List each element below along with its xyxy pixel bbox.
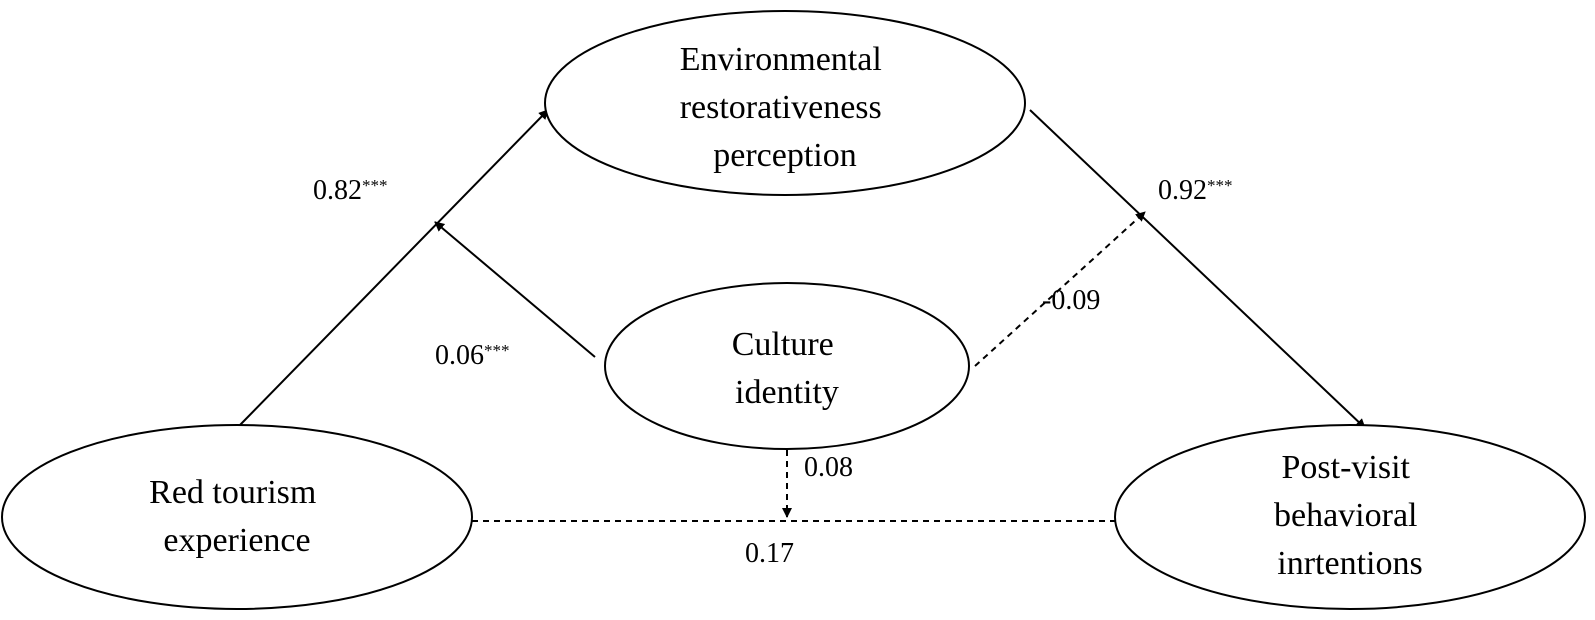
post-visit-label-line-3: inrtentions [1277,545,1422,582]
environmental-label-line-2: restorativeness [680,89,882,126]
significance-stars: *** [362,176,388,195]
environmental-label-line-1: Environmental [680,41,882,78]
coef-culture-on-red-post: 0.08 [804,452,853,483]
coef-culture-on-red-env: 0.06*** [435,340,510,371]
red-tourism-label: Red tourism experience [149,474,325,559]
culture-ellipse [604,282,970,450]
post-visit-label-line-2: behavioral [1274,497,1418,534]
coef-value: 0.92 [1158,175,1207,206]
red-tourism-ellipse [1,424,473,610]
moderation-arrow-culture-on-red-env [434,221,596,358]
culture-label: Culture identity [732,326,842,411]
node-environmental-restorativeness: Environmental restorativeness perception [544,10,1026,196]
post-visit-label: Post-visit behavioral inrtentions [1274,449,1426,582]
environmental-ellipse [544,10,1026,196]
moderation-arrow-culture-on-env-post [974,211,1146,367]
node-red-tourism-experience: Red tourism experience [1,424,473,610]
significance-stars: *** [484,341,510,360]
environmental-label: Environmental restorativeness perception [680,41,891,174]
path-red-to-environmental [239,109,549,426]
culture-label-line-1: Culture [732,326,834,363]
coef-value: 0.82 [313,175,362,206]
coef-environmental-to-post-visit: 0.92*** [1158,175,1233,206]
environmental-label-line-3: perception [713,137,857,174]
significance-stars: *** [1207,176,1233,195]
coef-culture-on-env-post: -0.09 [1042,285,1100,316]
node-post-visit-behavioral-intentions: Post-visit behavioral inrtentions [1114,424,1586,610]
red-tourism-label-line-1: Red tourism [149,474,316,511]
node-culture-identity: Culture identity [604,282,970,450]
coef-value: 0.06 [435,340,484,371]
coef-value: 0.08 [804,452,853,483]
coef-value: 0.17 [745,538,794,569]
path-environmental-to-post-visit [1029,109,1366,429]
post-visit-ellipse [1114,424,1586,610]
coef-red-to-environmental: 0.82*** [313,175,388,206]
red-tourism-label-line-2: experience [163,522,310,559]
edges [239,109,1366,526]
coef-red-to-post-visit: 0.17 [745,538,794,569]
culture-label-line-2: identity [735,374,839,411]
post-visit-label-line-1: Post-visit [1282,449,1411,486]
coef-value: -0.09 [1042,285,1100,316]
